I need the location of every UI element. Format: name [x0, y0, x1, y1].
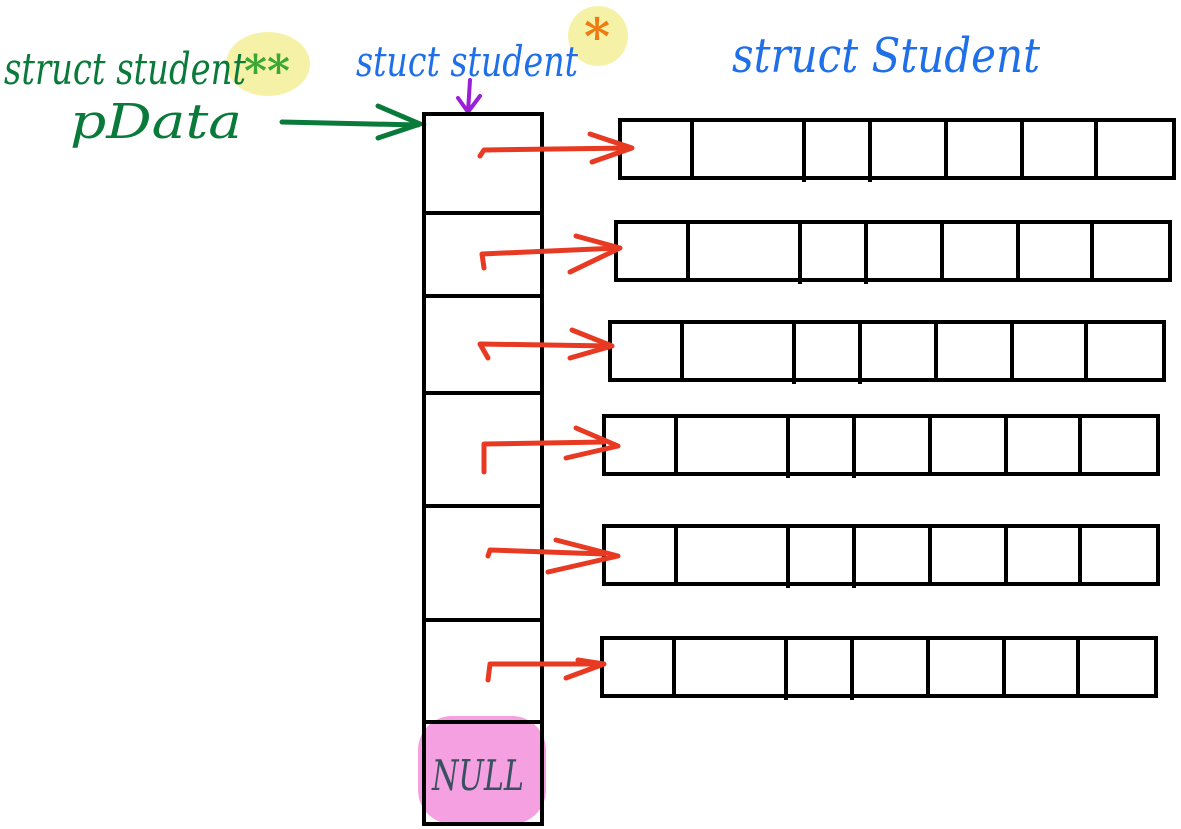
struct-record-outline [602, 524, 1160, 586]
struct-record [614, 220, 1172, 284]
pointer-arrow [477, 131, 635, 165]
pdata-label: pData [70, 94, 242, 150]
struct-record-outline [602, 414, 1160, 476]
pdata-arrow [279, 103, 428, 141]
struct-record [608, 320, 1166, 384]
null-cell-highlight [418, 716, 546, 824]
struct-record [618, 118, 1176, 182]
struct-record-outline [614, 220, 1172, 282]
struct-record [602, 524, 1160, 588]
pointer-arrow [485, 537, 621, 575]
struct-record-outline [600, 636, 1158, 698]
double-star-highlight [226, 32, 310, 96]
pointer-array-outline [422, 112, 544, 826]
pointer-array-type-label: stuct student * [356, 7, 610, 86]
pointer-to-pointer-type-label: struct student ** [4, 44, 290, 97]
pointer-arrow [479, 233, 623, 275]
pointer-to-pointer-type-text: struct student [4, 44, 246, 95]
single-star-text: * [584, 7, 610, 66]
struct-record-outline [618, 118, 1176, 180]
double-star-text: ** [244, 46, 290, 97]
pointer-arrow [485, 657, 607, 683]
pointer-arrow [477, 327, 615, 361]
struct-record-outline [608, 320, 1166, 382]
struct-record [602, 414, 1160, 478]
null-cell-label: NULL [431, 751, 524, 800]
pointer-arrow [481, 425, 621, 475]
pointer-array [422, 112, 544, 826]
pointer-array-type-text: stuct student [356, 37, 578, 86]
struct-type-label: struct Student [732, 28, 1041, 84]
single-star-highlight [568, 6, 628, 66]
struct-record [600, 636, 1158, 700]
